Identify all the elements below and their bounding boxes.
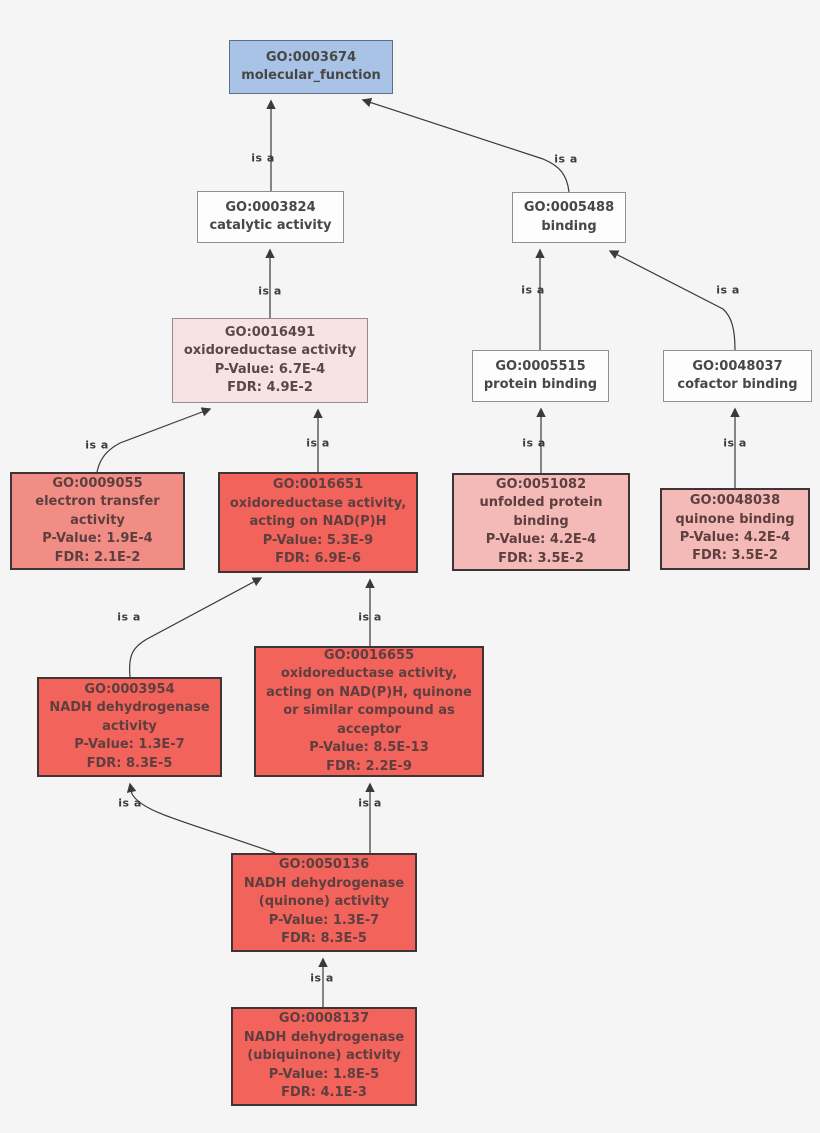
edge-label-is-a: is a <box>554 152 578 166</box>
edge-cofactorbinding-to-binding <box>608 250 736 351</box>
edge-label-is-a: is a <box>723 436 747 450</box>
go-name: quinone binding <box>675 511 795 527</box>
node-go-0048038[interactable]: GO:0048038 quinone binding P-Value: 4.2E… <box>660 488 810 570</box>
go-fdr: FDR: 3.5E-2 <box>498 550 584 566</box>
node-go-0009055[interactable]: GO:0009055 electron transfer activity P-… <box>10 472 185 570</box>
go-name: NADH dehydrogenase (quinone) activity <box>243 875 405 910</box>
go-fdr: FDR: 6.9E-6 <box>275 551 361 567</box>
edge-binding-to-molecular <box>361 97 570 193</box>
node-go-0005515[interactable]: GO:0005515 protein binding <box>472 350 609 402</box>
go-id: GO:0008137 <box>278 1011 370 1027</box>
go-name: protein binding <box>483 377 598 392</box>
go-fdr: FDR: 8.3E-5 <box>86 755 173 771</box>
go-name: cofactor binding <box>677 377 798 392</box>
node-go-0016491[interactable]: GO:0016491 oxidoreductase activity P-Val… <box>172 318 368 403</box>
node-go-0003824[interactable]: GO:0003824 catalytic activity <box>197 191 344 243</box>
go-id: GO:0016651 <box>272 477 364 493</box>
go-pvalue: P-Value: 5.3E-9 <box>262 532 374 548</box>
edge-electrontransfer-to-oxidoreductase <box>96 407 212 473</box>
go-pvalue: P-Value: 4.2E-4 <box>485 532 597 548</box>
go-fdr: FDR: 8.3E-5 <box>281 931 367 947</box>
edge-label-is-a: is a <box>310 971 334 985</box>
edge-label-is-a: is a <box>358 796 382 810</box>
go-id: GO:0003824 <box>225 199 316 215</box>
go-name: oxidoreductase activity <box>183 343 357 359</box>
go-id: GO:0048038 <box>689 493 781 509</box>
go-pvalue: P-Value: 4.2E-4 <box>679 530 791 545</box>
edge-label-is-a: is a <box>522 436 546 450</box>
go-id: GO:0048037 <box>692 358 783 374</box>
node-go-0016651[interactable]: GO:0016651 oxidoreductase activity, acti… <box>218 472 418 573</box>
go-fdr: FDR: 4.9E-2 <box>227 379 313 395</box>
edge-label-is-a: is a <box>85 438 109 452</box>
go-fdr: FDR: 4.1E-3 <box>281 1085 367 1101</box>
go-pvalue: P-Value: 1.3E-7 <box>74 737 185 753</box>
go-pvalue: P-Value: 6.7E-4 <box>214 361 326 377</box>
go-id: GO:0016491 <box>224 324 316 340</box>
go-id: GO:0009055 <box>52 475 143 491</box>
node-go-0005488[interactable]: GO:0005488 binding <box>512 192 626 243</box>
node-go-0008137[interactable]: GO:0008137 NADH dehydrogenase (ubiquinon… <box>231 1007 417 1106</box>
go-pvalue: P-Value: 1.3E-7 <box>268 912 380 928</box>
go-pvalue: P-Value: 8.5E-13 <box>309 740 429 756</box>
go-name: unfolded protein binding <box>479 495 603 529</box>
go-fdr: FDR: 3.5E-2 <box>692 548 778 564</box>
go-pvalue: P-Value: 1.9E-4 <box>42 531 153 547</box>
go-id: GO:0050136 <box>278 857 370 873</box>
edge-50136-to-3954 <box>126 782 276 854</box>
go-id: GO:0003674 <box>265 49 357 65</box>
edge-label-is-a: is a <box>306 436 330 450</box>
node-go-0048037[interactable]: GO:0048037 cofactor binding <box>663 350 812 402</box>
edge-label-is-a: is a <box>716 283 740 297</box>
go-id: GO:0051082 <box>495 476 587 492</box>
go-name: binding <box>541 218 597 234</box>
go-fdr: FDR: 2.2E-9 <box>326 758 412 774</box>
node-go-0003954[interactable]: GO:0003954 NADH dehydrogenase activity P… <box>37 677 222 777</box>
go-fdr: FDR: 2.1E-2 <box>54 549 141 565</box>
go-id: GO:0005488 <box>523 200 615 216</box>
node-go-0050136[interactable]: GO:0050136 NADH dehydrogenase (quinone) … <box>231 853 417 952</box>
node-go-0003674[interactable]: GO:0003674 molecular_function <box>229 40 393 94</box>
go-name: oxidoreductase activity, acting on NAD(P… <box>229 495 407 530</box>
go-name: catalytic activity <box>209 218 332 233</box>
edge-label-is-a: is a <box>117 610 141 624</box>
edge-label-is-a: is a <box>118 796 142 810</box>
go-id: GO:0016655 <box>323 647 415 663</box>
go-name: NADH dehydrogenase (ubiquinone) activity <box>243 1029 405 1064</box>
go-name: molecular_function <box>241 68 381 83</box>
go-name: electron transfer activity <box>35 494 160 528</box>
node-go-0016655[interactable]: GO:0016655 oxidoreductase activity, acti… <box>254 646 484 777</box>
edge-label-is-a: is a <box>258 284 282 298</box>
go-id: GO:0005515 <box>495 358 586 374</box>
go-name: oxidoreductase activity, acting on NAD(P… <box>266 666 472 737</box>
edge-label-is-a: is a <box>358 610 382 624</box>
edge-label-is-a: is a <box>251 151 275 165</box>
node-go-0051082[interactable]: GO:0051082 unfolded protein binding P-Va… <box>452 473 630 571</box>
edge-3954-to-16651 <box>128 577 263 678</box>
edge-label-is-a: is a <box>521 283 545 297</box>
go-id: GO:0003954 <box>84 681 175 697</box>
go-pvalue: P-Value: 1.8E-5 <box>268 1066 380 1082</box>
go-name: NADH dehydrogenase activity <box>49 700 210 734</box>
